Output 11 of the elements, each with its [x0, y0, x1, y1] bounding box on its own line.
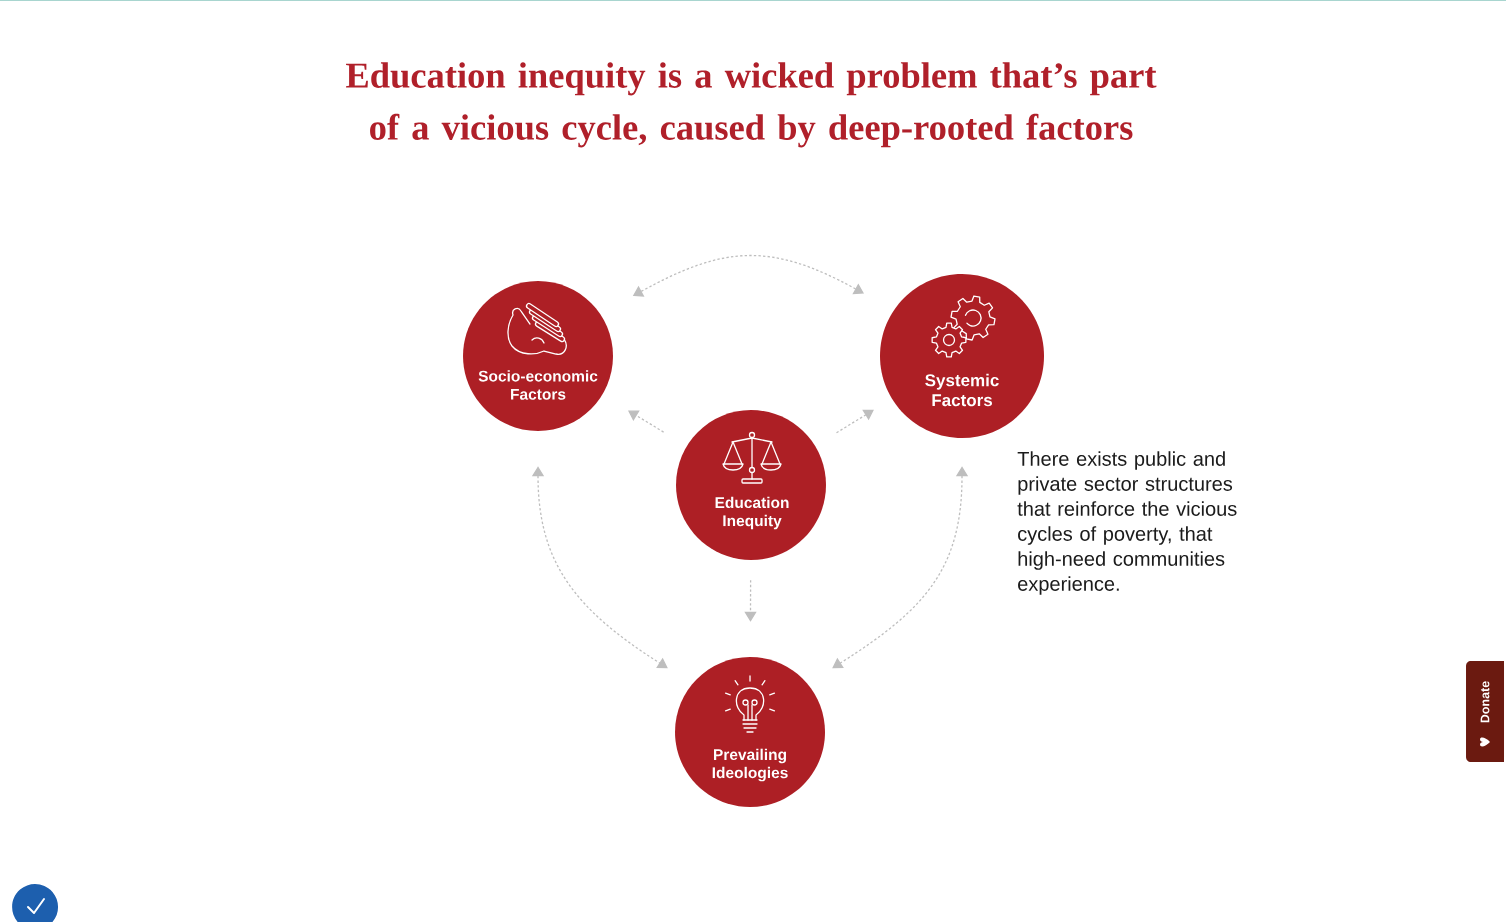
heading: Education inequity is a wicked problem that’s part of a vicious cycle, caused by deep-rooted factors: [346, 62, 1157, 148]
circle-node: Systemic Factors: [880, 274, 1044, 438]
arrow: [835, 409, 874, 434]
arrow: [628, 410, 665, 433]
donate-tab: Donate: [1466, 661, 1504, 762]
description-text: There exists public and private sector structures that reinforce the vicious cycles of poverty, that high-need communities experience.: [1017, 451, 1237, 595]
circle-node: Prevailing Ideologies: [675, 657, 825, 807]
arrow: [744, 579, 757, 622]
double-headed-arrow: [531, 466, 668, 669]
circle-node: Education Inequity: [676, 410, 826, 560]
circle-node: Socio-economic Factors: [463, 281, 613, 431]
